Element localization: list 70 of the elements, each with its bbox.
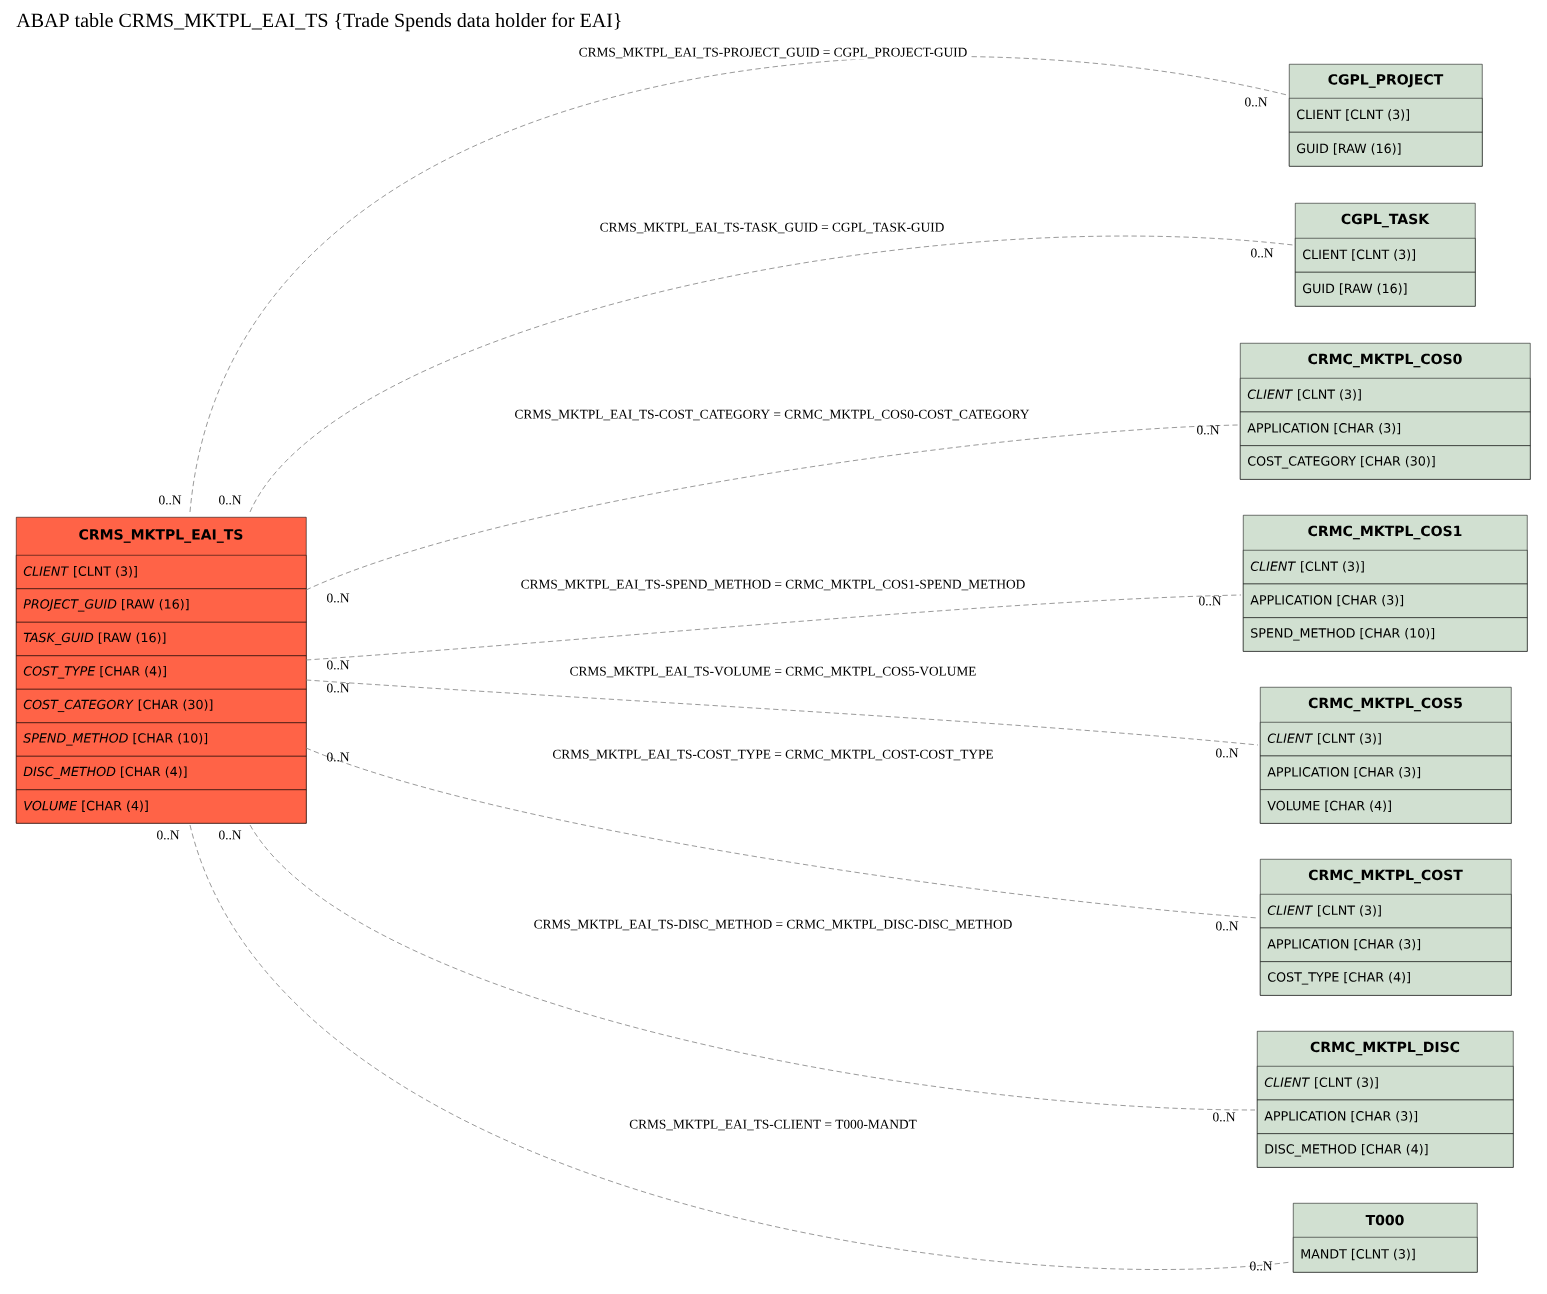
cardinality-label: 0..N — [1199, 596, 1222, 606]
title: ABAP table CRMS_MKTPL_EAI_TS {Trade Spends data holder for EAI} — [16, 12, 621, 32]
table-row: COST_TYPE [CHAR (4)] — [16, 655, 307, 690]
edge-label: CRMS_MKTPL_EAI_TS-CLIENT = T000-MANDT — [627, 1118, 919, 1132]
cardinality-label: 0..N — [327, 593, 350, 603]
table-row: DISC_METHOD [CHAR (4)] — [16, 756, 307, 791]
table-row: CLIENT [CLNT (3)] — [1240, 378, 1531, 413]
table-row: CLIENT [CLNT (3)] — [1260, 894, 1512, 929]
cardinality-label: 0..N — [1251, 248, 1274, 258]
cardinality-label: 0..N — [1216, 748, 1239, 758]
connector-line — [305, 594, 1242, 661]
table-header: CRMS_MKTPL_EAI_TS — [79, 529, 243, 543]
cardinality-label: 0..N — [1216, 921, 1239, 931]
table-row: GUID [RAW (16)] — [1295, 272, 1476, 307]
table-header: CRMC_MKTPL_DISC — [1310, 1041, 1460, 1056]
cardinality-label: 0..N — [1213, 1112, 1236, 1122]
table-row: CLIENT [CLNT (3)] — [1295, 238, 1476, 273]
table-header: CRMC_MKTPL_COS1 — [1308, 525, 1462, 540]
table-row: APPLICATION [CHAR (3)] — [1243, 583, 1528, 618]
table-row: GUID [RAW (16)] — [1289, 132, 1483, 167]
cardinality-label: 0..N — [159, 495, 182, 505]
table-row: APPLICATION [CHAR (3)] — [1260, 927, 1512, 962]
edge-label: CRMS_MKTPL_EAI_TS-PROJECT_GUID = CGPL_PROJECT-GUID — [577, 46, 969, 60]
connector-line — [189, 56, 1288, 513]
cardinality-label: 0..N — [157, 830, 180, 840]
table-row: SPEND_METHOD [CHAR (10)] — [1243, 617, 1528, 652]
connector-line — [305, 679, 1259, 746]
cardinality-label: 0..N — [327, 752, 350, 762]
table-header: CRMC_MKTPL_COST — [1308, 869, 1463, 884]
cardinality-label: 0..N — [327, 660, 350, 670]
table-row: CLIENT [CLNT (3)] — [1243, 550, 1528, 585]
table-header: CRMC_MKTPL_COS5 — [1308, 697, 1462, 712]
edge-label: CRMS_MKTPL_EAI_TS-TASK_GUID = CGPL_TASK-GUID — [598, 221, 946, 235]
table-row: VOLUME [CHAR (4)] — [1260, 789, 1512, 824]
table-row: APPLICATION [CHAR (3)] — [1257, 1099, 1514, 1134]
cardinality-label: 0..N — [1250, 1261, 1273, 1271]
table-row: TASK_GUID [RAW (16)] — [16, 622, 307, 657]
cardinality-label: 0..N — [1197, 425, 1220, 435]
table-row: COST_CATEGORY [CHAR (30)] — [16, 689, 307, 724]
table-row: CLIENT [CLNT (3)] — [16, 555, 307, 590]
cardinality-label: 0..N — [327, 683, 350, 693]
table-row: MANDT [CLNT (3)] — [1293, 1237, 1478, 1273]
edge-label: CRMS_MKTPL_EAI_TS-COST_CATEGORY = CRMC_MKTPL_COS0-COST_CATEGORY — [513, 408, 1031, 422]
cardinality-label: 0..N — [1245, 97, 1268, 107]
table-header: CRMC_MKTPL_COS0 — [1308, 353, 1462, 368]
connector-line — [249, 236, 1294, 513]
table-row: CLIENT [CLNT (3)] — [1260, 722, 1512, 757]
connector-line — [189, 824, 1292, 1270]
edge-label: CRMS_MKTPL_EAI_TS-SPEND_METHOD = CRMC_MKTPL_COS1-SPEND_METHOD — [519, 578, 1027, 592]
table-row: CLIENT [CLNT (3)] — [1257, 1066, 1514, 1101]
connector-line — [305, 424, 1239, 591]
table-row: CLIENT [CLNT (3)] — [1289, 98, 1483, 133]
table-row: COST_CATEGORY [CHAR (30)] — [1240, 445, 1531, 480]
table-row: SPEND_METHOD [CHAR (10)] — [16, 722, 307, 757]
cardinality-label: 0..N — [219, 830, 242, 840]
table-header: CGPL_TASK — [1341, 213, 1430, 228]
edge-label: CRMS_MKTPL_EAI_TS-DISC_METHOD = CRMC_MKTPL_DISC-DISC_METHOD — [532, 918, 1014, 932]
table-row: DISC_METHOD [CHAR (4)] — [1257, 1133, 1514, 1168]
table-row: PROJECT_GUID [RAW (16)] — [16, 588, 307, 623]
table-header: T000 — [1365, 1214, 1404, 1226]
table-row: VOLUME [CHAR (4)] — [16, 789, 307, 824]
cardinality-label: 0..N — [219, 495, 242, 505]
table-row: COST_TYPE [CHAR (4)] — [1260, 961, 1512, 996]
table-row: APPLICATION [CHAR (3)] — [1260, 755, 1512, 790]
edge-label: CRMS_MKTPL_EAI_TS-COST_TYPE = CRMC_MKTPL_COST-COST_TYPE — [551, 748, 995, 762]
connector-line — [305, 747, 1259, 919]
connector-line — [249, 824, 1256, 1111]
table-row: APPLICATION [CHAR (3)] — [1240, 411, 1531, 446]
edge-label: CRMS_MKTPL_EAI_TS-VOLUME = CRMC_MKTPL_COS5-VOLUME — [568, 665, 978, 679]
table-header: CGPL_PROJECT — [1328, 74, 1444, 88]
